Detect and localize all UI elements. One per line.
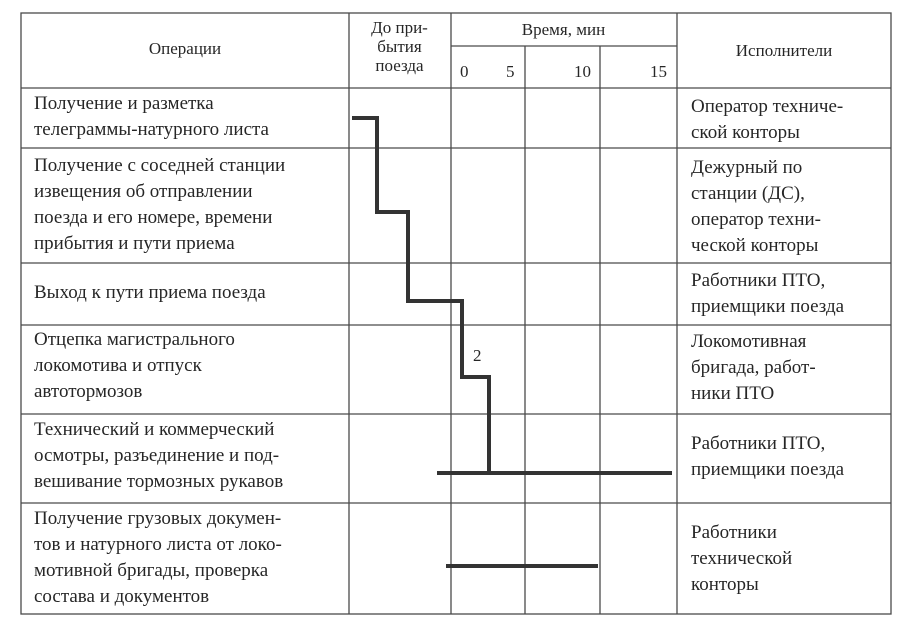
time-tick-15: 15 <box>650 62 667 81</box>
time-tick-10: 10 <box>574 62 591 81</box>
header-time: Время, мин <box>521 20 606 39</box>
operation-cell: Получение с соседней станции извещения о… <box>34 155 286 254</box>
time-tick-0: 0 <box>460 62 469 81</box>
executors-cell: Работники технической конторы <box>691 522 793 595</box>
operation-cell: Получение и разметка телеграммы-натурног… <box>34 93 269 140</box>
operation-cell: Технический и коммерческий осмотры, разъ… <box>34 419 284 492</box>
operation-cell: Выход к пути приема поезда <box>34 282 266 303</box>
header-executors: Исполнители <box>735 41 833 60</box>
time-tick-5: 5 <box>506 62 515 81</box>
executors-cell: Оператор техниче- ской конторы <box>691 96 844 143</box>
operation-cell: Получение грузовых докумен- тов и натурн… <box>34 508 282 607</box>
table-border <box>20 12 892 615</box>
executors-cell: Работники ПТО, приемщики поезда <box>691 270 845 317</box>
schedule-step-line <box>352 116 491 473</box>
header-operations: Операции <box>148 39 222 58</box>
executors-cell: Работники ПТО, приемщики поезда <box>691 433 845 480</box>
header-before-arrival: До при- бытия поезда <box>371 18 428 75</box>
step-label: 2 <box>473 346 482 365</box>
executors-cell: Локомотивная бригада, работ- ники ПТО <box>691 331 816 404</box>
operation-cell: Отцепка магистрального локомотива и отпу… <box>34 329 235 402</box>
executors-cell: Дежурный по станции (ДС), оператор техни… <box>691 157 821 256</box>
